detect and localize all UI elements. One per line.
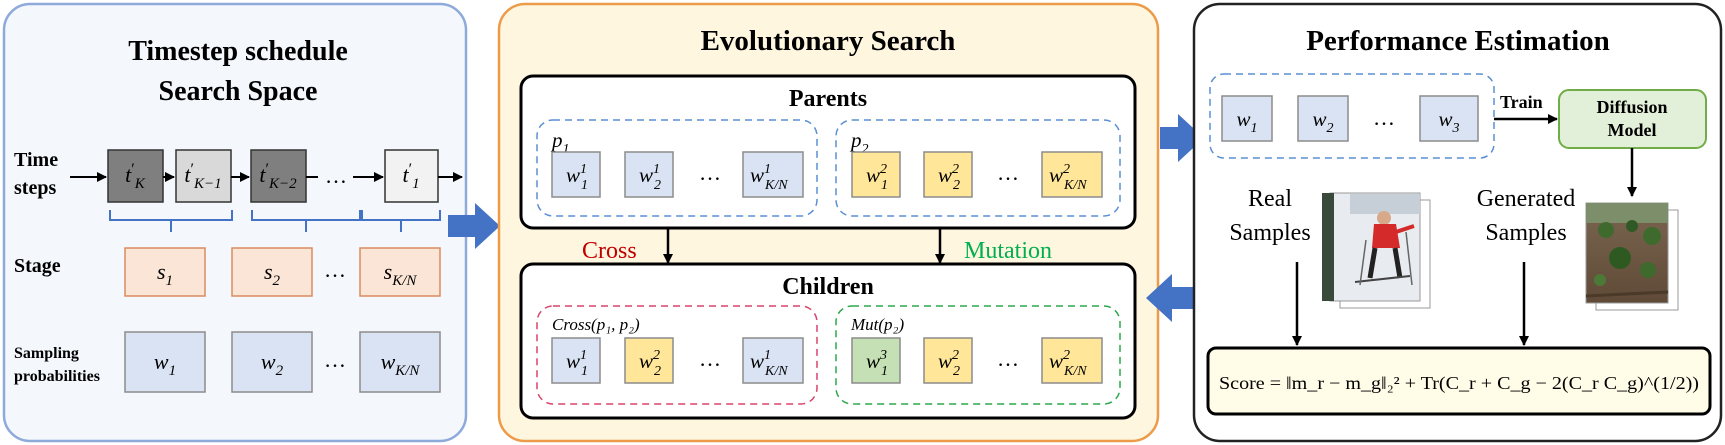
timestep-label-2: t′K−1 <box>184 161 221 192</box>
child1-group <box>536 305 818 405</box>
stage-brace-3 <box>361 210 441 232</box>
weight-box-2 <box>231 331 313 393</box>
flow-arrow-right-to-middle <box>1146 274 1196 322</box>
parent1-ellipsis: … <box>699 160 721 185</box>
weight-box-1 <box>124 331 206 393</box>
right-weight-label-3: w3 <box>1438 107 1459 136</box>
timestep-box-1 <box>107 149 164 203</box>
parent2-ellipsis: … <box>997 160 1019 185</box>
parent2-group <box>835 119 1121 217</box>
child1-gene-1 <box>551 337 601 384</box>
parent2-gene-1 <box>851 151 901 198</box>
time-steps-label-line1: Time <box>14 149 58 171</box>
parent1-gene-1 <box>551 151 601 198</box>
weight-ellipsis: … <box>324 347 346 372</box>
stage-label-2: s2 <box>264 259 281 289</box>
cross-label: Cross <box>582 238 637 264</box>
generated-samples-label-line2: Samples <box>1485 220 1566 246</box>
stage-brace-2 <box>251 210 361 232</box>
weight-label-2: w2 <box>261 349 284 379</box>
child1-gene-3 <box>742 337 804 384</box>
generated-sample-image <box>1585 202 1679 311</box>
sampling-label-line1: Sampling <box>14 345 79 362</box>
search-space-title-line2: Search Space <box>159 76 318 107</box>
children-box <box>519 262 1137 420</box>
sampling-label-line2: probabilities <box>14 368 100 385</box>
flow-arrow-middle-to-right <box>1160 114 1204 162</box>
generated-samples-label-line1: Generated <box>1477 186 1576 212</box>
parent2-gene-2 <box>923 151 973 198</box>
performance-estimation-title: Performance Estimation <box>1306 25 1610 57</box>
timestep-ellipsis: … <box>325 163 347 188</box>
child1-gene-2 <box>624 337 674 384</box>
right-weight-label-1: w1 <box>1236 107 1257 136</box>
right-weight-label-2: w2 <box>1312 107 1333 136</box>
parent1-gene-2 <box>624 151 674 198</box>
stage-ellipsis: … <box>324 257 346 282</box>
right-weight-box-2 <box>1297 95 1349 142</box>
right-weight-ellipsis: … <box>1373 105 1395 130</box>
score-formula: Score = ‖m_r − m_g‖₂² + Tr(C_r + C_g − 2… <box>1219 373 1699 394</box>
train-label: Train <box>1500 92 1543 112</box>
parents-box <box>519 74 1137 230</box>
stage-box-3 <box>359 247 441 297</box>
timestep-box-4 <box>384 149 439 203</box>
stage-label: Stage <box>14 255 61 277</box>
flow-arrow-left-to-middle <box>448 203 500 249</box>
weight-box-3 <box>359 331 441 393</box>
child1-label: Cross(p₁, p₂) <box>552 315 640 334</box>
stage-box-2 <box>231 247 313 297</box>
time-steps-label-line2: steps <box>14 177 56 199</box>
stage-box-1 <box>124 247 206 297</box>
evolutionary-search-title: Evolutionary Search <box>701 25 956 57</box>
child2-gene-1 <box>851 337 901 384</box>
parents-title: Parents <box>789 86 867 112</box>
timestep-label-1: t′K <box>125 161 146 192</box>
real-samples-label-line1: Real <box>1248 186 1292 212</box>
parent2-gene-3 <box>1041 151 1103 198</box>
child2-gene-3 <box>1041 337 1103 384</box>
children-title: Children <box>782 274 874 300</box>
parent1-gene-3 <box>742 151 804 198</box>
parent1-group <box>536 119 818 217</box>
diffusion-model-label-line2: Model <box>1608 120 1657 140</box>
real-samples-label-line2: Samples <box>1229 220 1310 246</box>
child1-ellipsis: … <box>699 346 721 371</box>
weight-label-1: w1 <box>154 349 176 379</box>
stage-label-3: sK/N <box>384 259 418 289</box>
real-sample-image <box>1322 192 1431 309</box>
search-space-title-line1: Timestep schedule <box>128 36 348 67</box>
timestep-label-3: t′K−2 <box>259 161 297 192</box>
mutation-label: Mutation <box>964 238 1052 264</box>
child2-ellipsis: … <box>997 346 1019 371</box>
child2-group <box>835 305 1121 405</box>
stage-brace-1 <box>109 210 233 232</box>
child2-label: Mut(p₂) <box>850 315 904 334</box>
timestep-box-2 <box>175 149 232 203</box>
right-weight-box-1 <box>1221 95 1273 142</box>
right-weight-box-3 <box>1419 95 1479 142</box>
weights-group <box>1209 73 1495 159</box>
parent1-label: p1 <box>550 128 570 157</box>
timestep-label-4: t′1 <box>402 161 419 192</box>
parent2-label: p2 <box>849 128 869 157</box>
diffusion-model-label-line1: Diffusion <box>1596 97 1667 117</box>
weight-label-3: wK/N <box>381 349 421 379</box>
stage-label-1: s1 <box>157 259 173 289</box>
score-formula-box <box>1206 346 1712 416</box>
child2-gene-2 <box>923 337 973 384</box>
